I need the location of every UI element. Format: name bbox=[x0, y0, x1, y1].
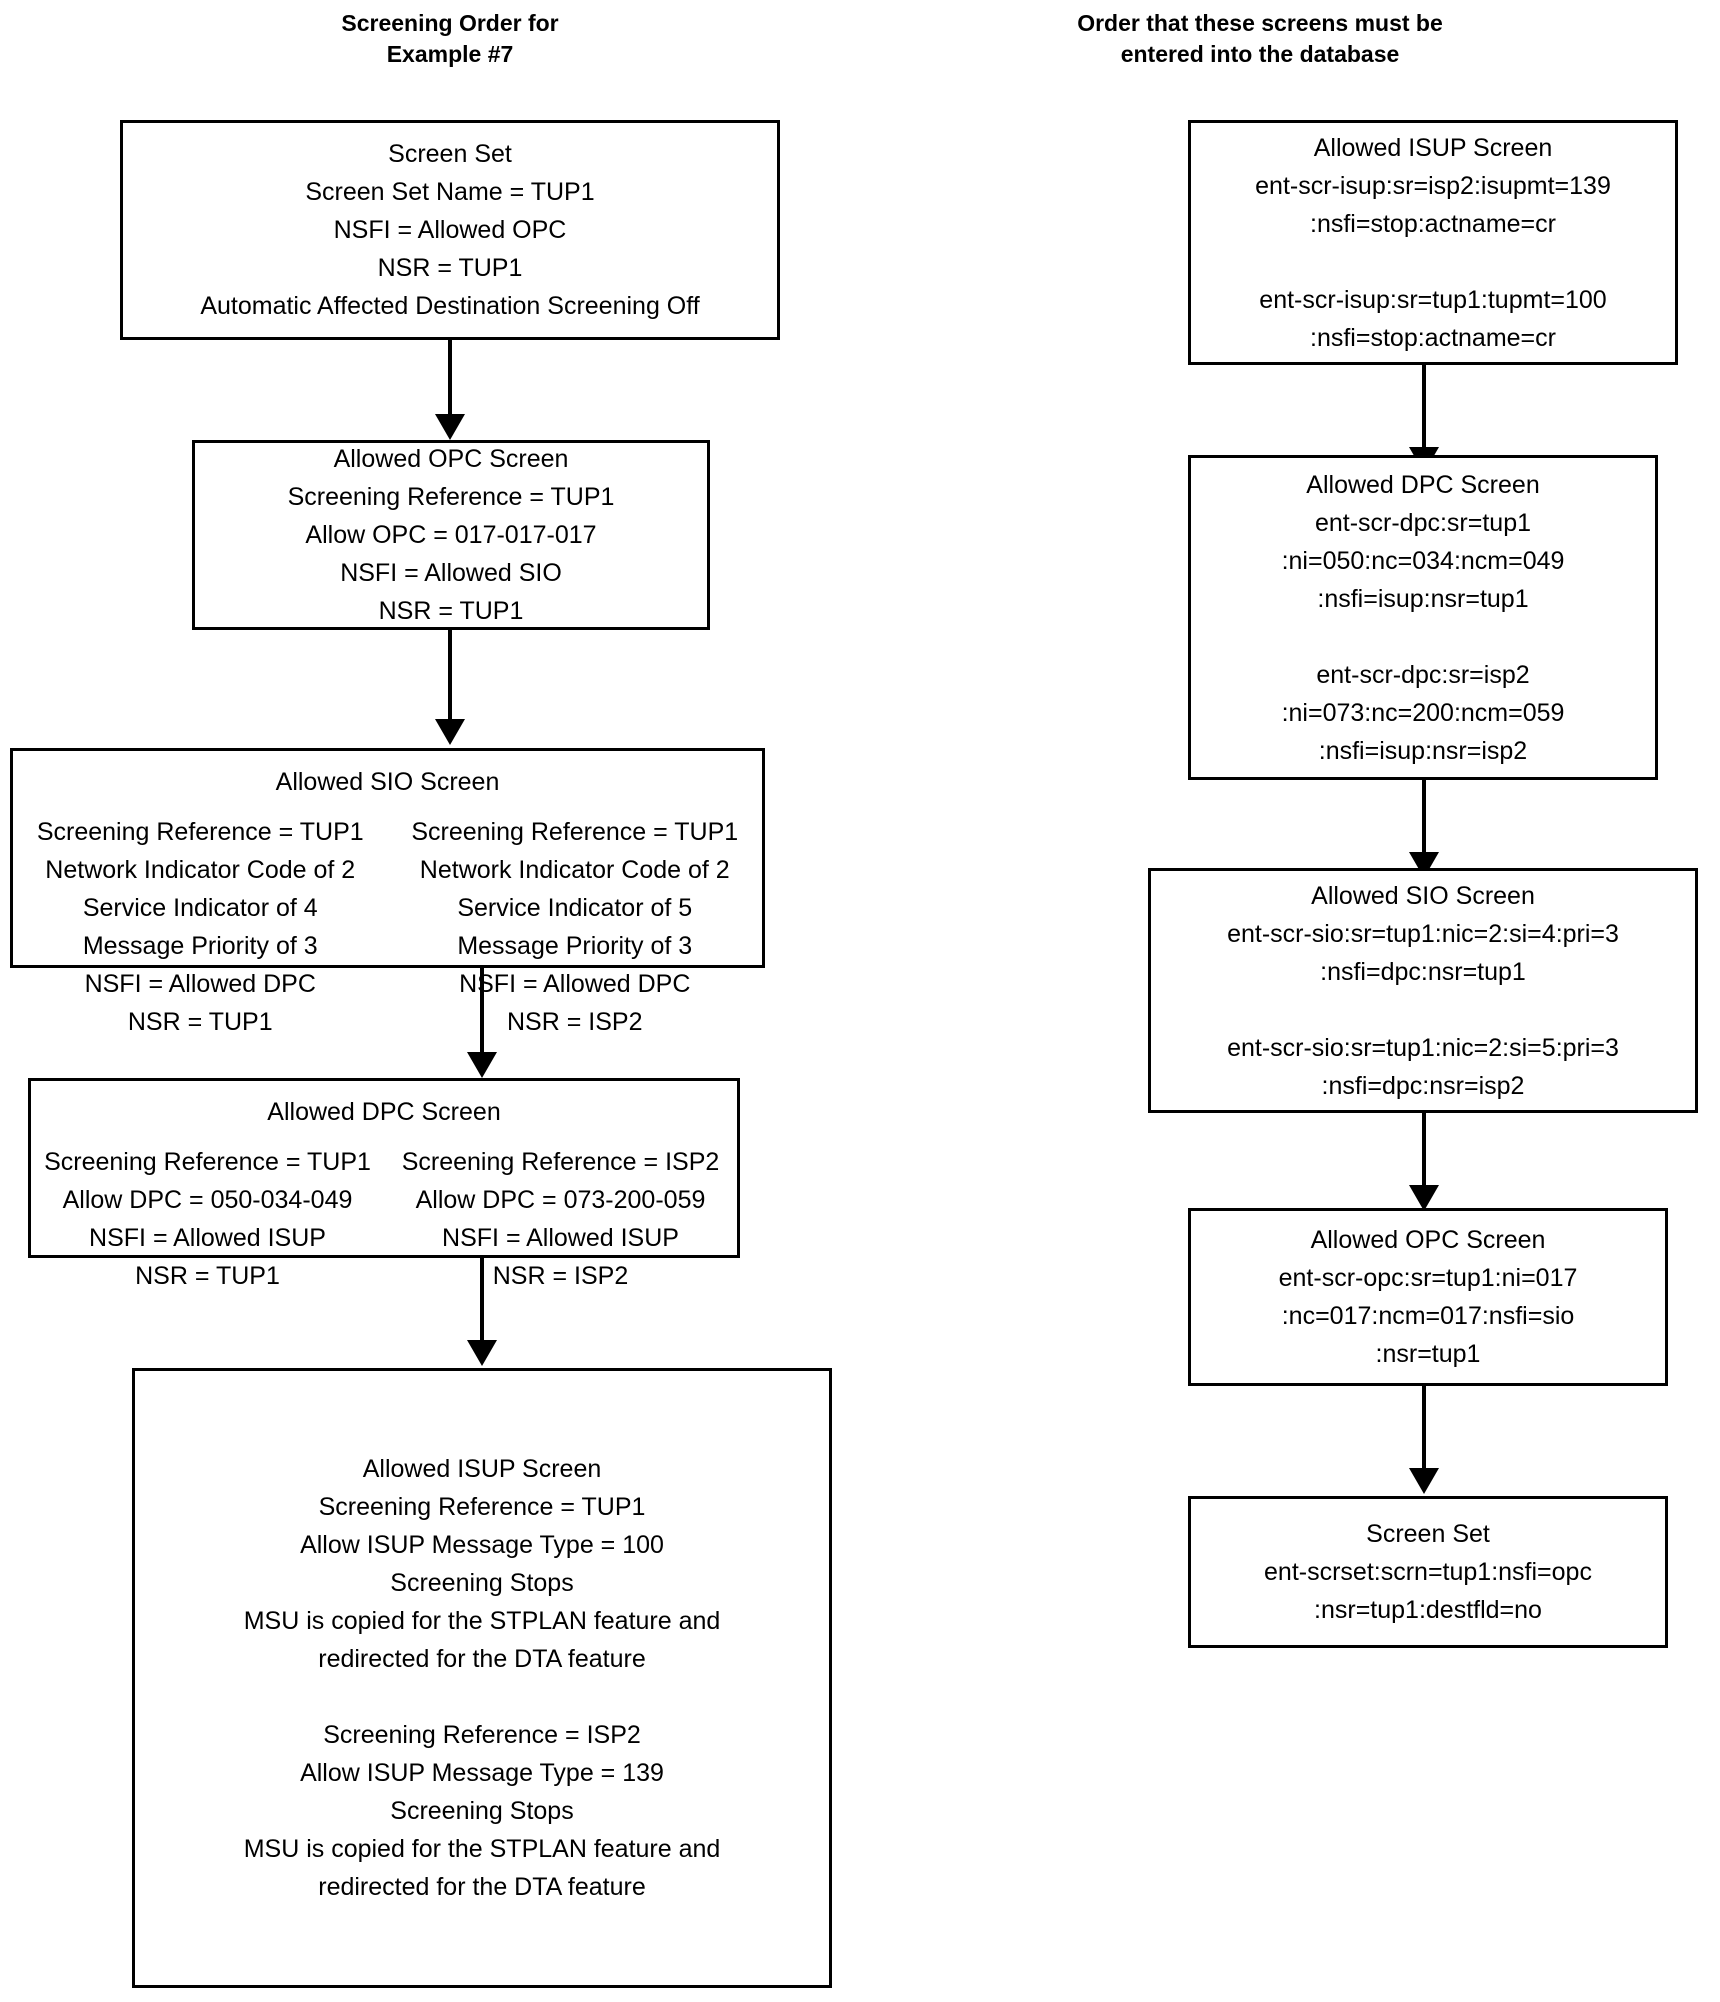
right-column-title: Order that these screens must be entered… bbox=[1077, 10, 1443, 67]
box-cmd-allowed-opc-screen-text: Allowed OPC Screen ent-scr-opc:sr=tup1:n… bbox=[1278, 1226, 1578, 1368]
box-cmd-allowed-sio-screen: Allowed SIO Screen ent-scr-sio:sr=tup1:n… bbox=[1148, 868, 1698, 1113]
box-allowed-dpc-screen-col-left: Screening Reference = TUP1 Allow DPC = 0… bbox=[44, 1148, 371, 1290]
box-cmd-allowed-isup-screen-text: Allowed ISUP Screen ent-scr-isup:sr=isp2… bbox=[1255, 133, 1611, 352]
box-cmd-screen-set: Screen Set ent-scrset:scrn=tup1:nsfi=opc… bbox=[1188, 1496, 1668, 1648]
box-cmd-allowed-isup-screen: Allowed ISUP Screen ent-scr-isup:sr=isp2… bbox=[1188, 120, 1678, 365]
box-allowed-isup-screen: Allowed ISUP Screen Screening Reference … bbox=[132, 1368, 832, 1988]
box-cmd-allowed-dpc-screen: Allowed DPC Screen ent-scr-dpc:sr=tup1 :… bbox=[1188, 455, 1658, 780]
box-cmd-allowed-opc-screen: Allowed OPC Screen ent-scr-opc:sr=tup1:n… bbox=[1188, 1208, 1668, 1386]
box-allowed-opc-screen-text: Allowed OPC Screen Screening Reference =… bbox=[287, 445, 615, 625]
box-allowed-dpc-screen: Allowed DPC Screen Screening Reference =… bbox=[28, 1078, 740, 1290]
box-allowed-dpc-screen-col-right: Screening Reference = ISP2 Allow DPC = 0… bbox=[401, 1148, 720, 1290]
box-allowed-sio-screen: Allowed SIO Screen Screening Reference =… bbox=[10, 748, 765, 1036]
box-screen-set: Screen Set Screen Set Name = TUP1 NSFI =… bbox=[120, 120, 780, 340]
box-allowed-dpc-screen-heading: Allowed DPC Screen bbox=[267, 1098, 501, 1126]
box-allowed-sio-screen-heading: Allowed SIO Screen bbox=[275, 768, 500, 796]
left-column-title: Screening Order for Example #7 bbox=[341, 10, 559, 67]
box-allowed-opc-screen: Allowed OPC Screen Screening Reference =… bbox=[192, 440, 710, 630]
box-cmd-screen-set-text: Screen Set ent-scrset:scrn=tup1:nsfi=opc… bbox=[1264, 1520, 1592, 1624]
box-allowed-isup-screen-text: Allowed ISUP Screen Screening Reference … bbox=[243, 1455, 721, 1901]
box-allowed-sio-screen-col-right: Screening Reference = TUP1 Network Indic… bbox=[411, 818, 739, 1036]
box-allowed-sio-screen-col-left: Screening Reference = TUP1 Network Indic… bbox=[36, 818, 364, 1036]
box-screen-set-text: Screen Set Screen Set Name = TUP1 NSFI =… bbox=[200, 140, 700, 320]
box-cmd-allowed-sio-screen-text: Allowed SIO Screen ent-scr-sio:sr=tup1:n… bbox=[1227, 881, 1619, 1100]
box-cmd-allowed-dpc-screen-text: Allowed DPC Screen ent-scr-dpc:sr=tup1 :… bbox=[1281, 470, 1565, 765]
